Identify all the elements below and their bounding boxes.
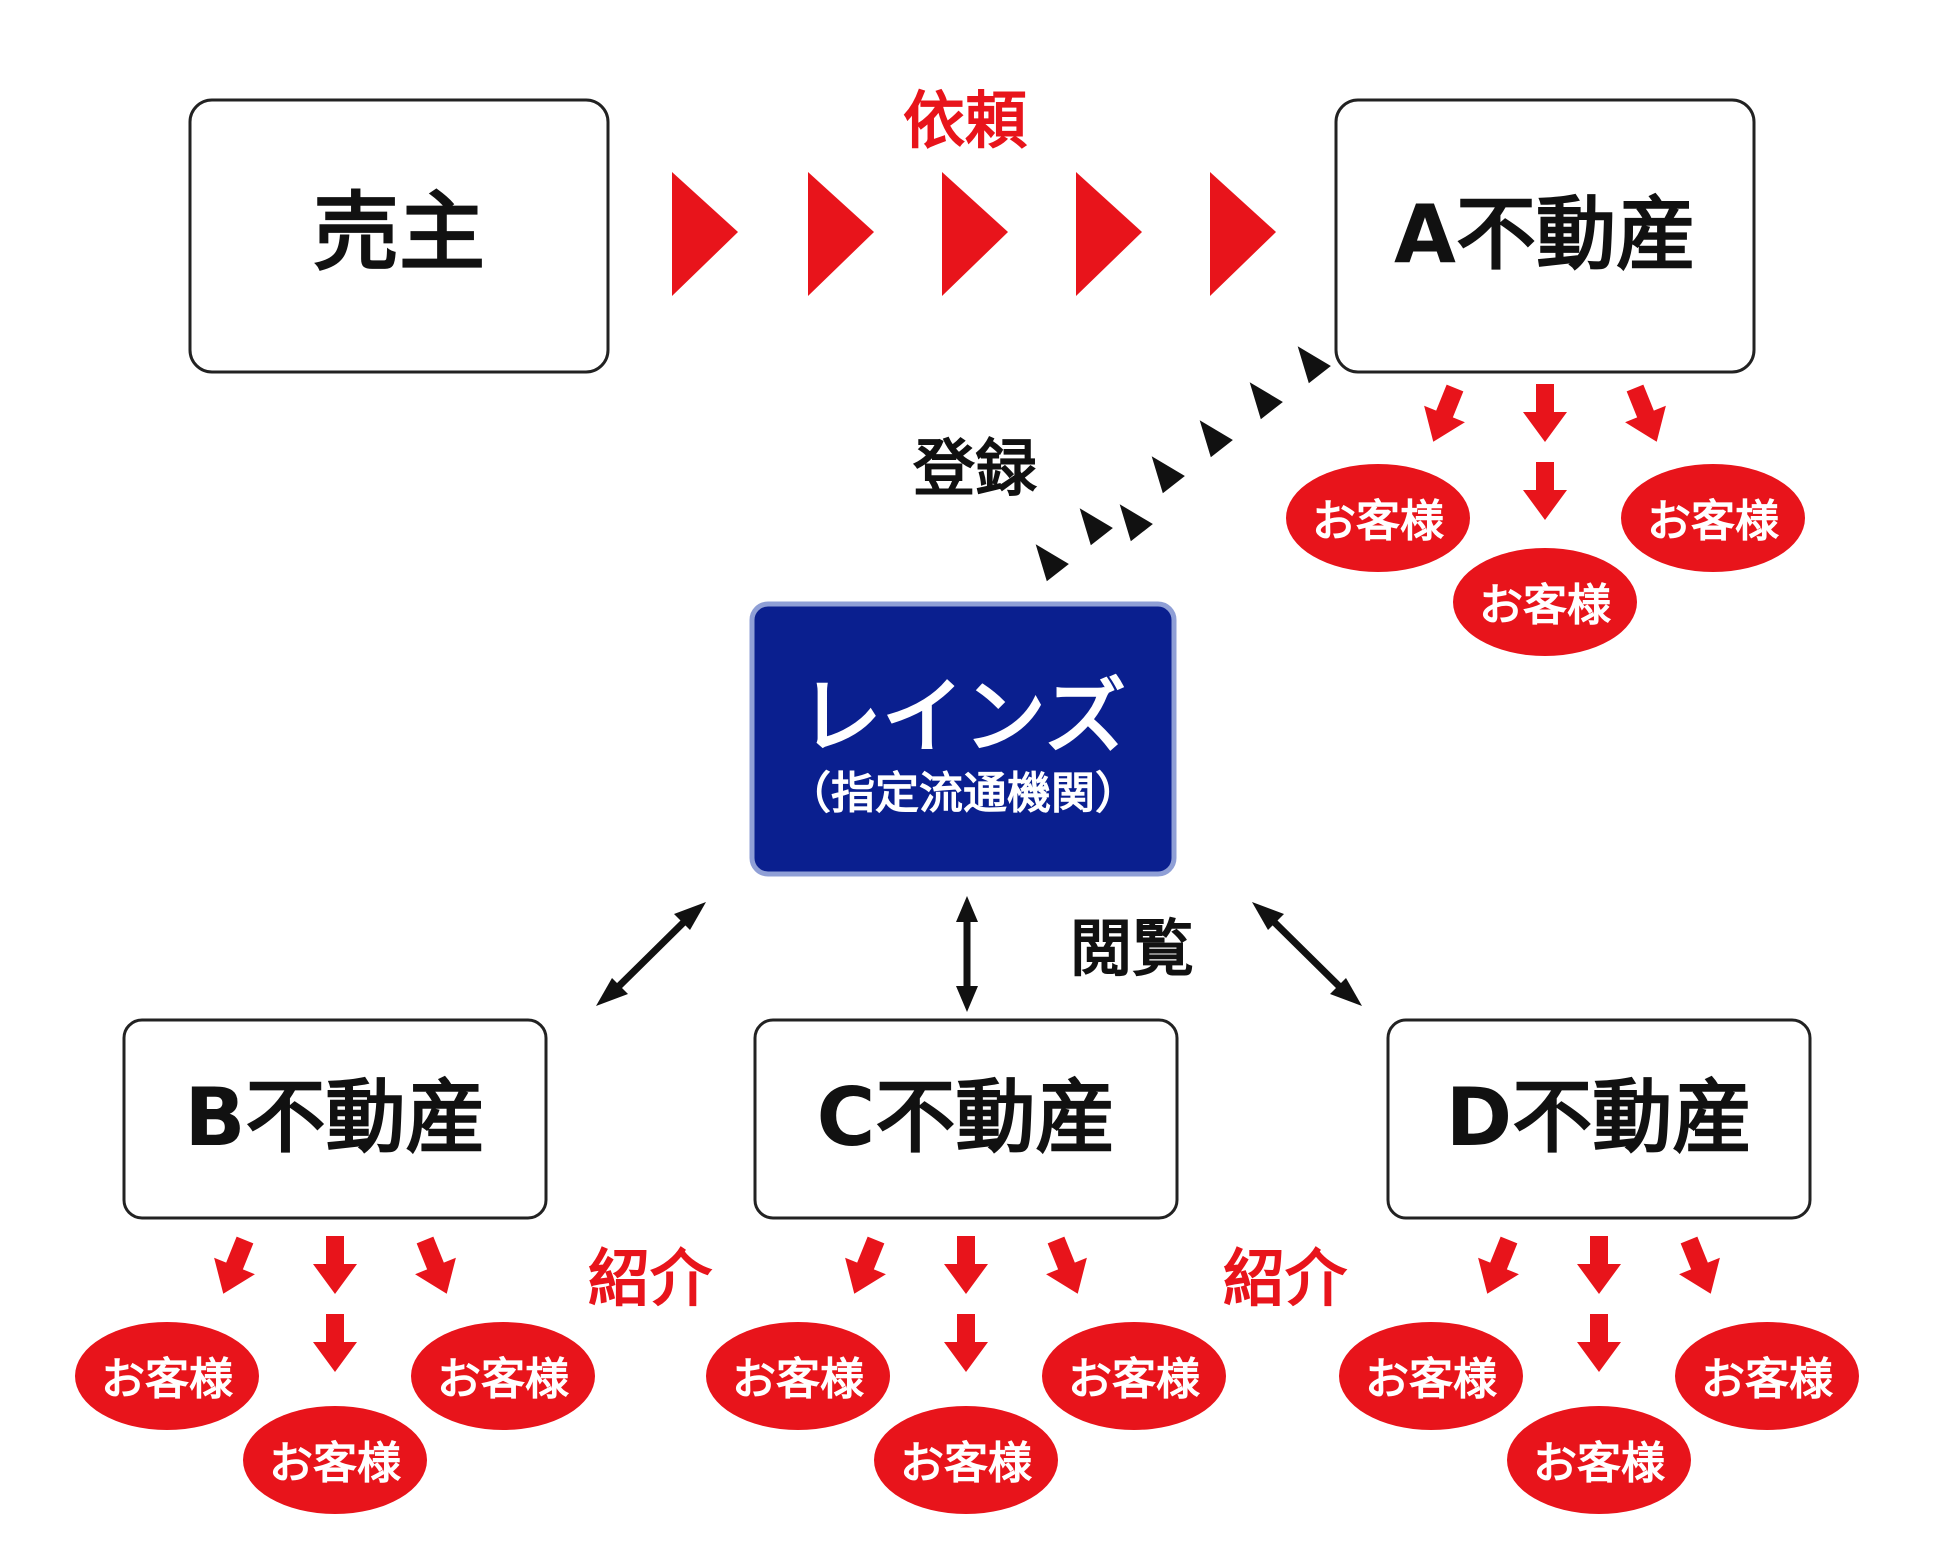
- agency-a-customer: お客様: [1453, 548, 1637, 656]
- agency-d-customer: お客様: [1507, 1406, 1691, 1514]
- customer-label: お客様: [1533, 1438, 1666, 1489]
- customer-label: お客様: [1365, 1354, 1498, 1405]
- agency-c-customer: お客様: [706, 1322, 890, 1430]
- browse-arrows: [596, 896, 1362, 1012]
- reins-subtitle: （指定流通機関）: [787, 768, 1139, 819]
- request-arrow: [808, 172, 874, 296]
- agency-d-customer: お客様: [1675, 1322, 1859, 1430]
- introduce-label-right: 紹介: [1223, 1242, 1348, 1315]
- seller-label: 売主: [313, 183, 485, 283]
- agency-c-customer: お客様: [874, 1406, 1058, 1514]
- agency-b-label: B不動産: [185, 1071, 486, 1164]
- request-arrows: [672, 172, 1276, 296]
- introduce-label-left: 紹介: [588, 1242, 713, 1315]
- browse-arrow-center: [956, 896, 978, 1012]
- agency-a-node: A不動産: [1334, 98, 1756, 374]
- browse-arrow-left: [596, 902, 706, 1006]
- reins-title: レインズ: [800, 670, 1126, 765]
- request-label: 依頼: [903, 84, 1028, 157]
- agency-b-customer: お客様: [411, 1322, 595, 1430]
- seller-node: 売主: [188, 98, 610, 374]
- browse-label: 閲覧: [1070, 912, 1194, 985]
- customer-label: お客様: [1068, 1354, 1201, 1405]
- customer-label: お客様: [269, 1438, 402, 1489]
- agency-a-customer: お客様: [1621, 464, 1805, 572]
- request-arrow: [1076, 172, 1142, 296]
- customer-label: お客様: [101, 1354, 234, 1405]
- customer-label: お客様: [1312, 496, 1445, 547]
- browse-arrow-right: [1252, 902, 1362, 1006]
- customer-label: お客様: [732, 1354, 865, 1405]
- customer-label: お客様: [1647, 496, 1780, 547]
- request-arrow: [672, 172, 738, 296]
- customer-label: お客様: [1479, 580, 1612, 631]
- agency-c-label: C不動産: [817, 1071, 1116, 1164]
- agency-a-customer: お客様: [1286, 464, 1470, 572]
- agency-c-customer: お客様: [1042, 1322, 1226, 1430]
- customer-label: お客様: [1701, 1354, 1834, 1405]
- register-label: 登録: [912, 432, 1038, 505]
- request-arrow: [942, 172, 1008, 296]
- agency-b-customer: お客様: [243, 1406, 427, 1514]
- agency-d-label: D不動産: [1446, 1071, 1752, 1164]
- agency-b-node: B不動産: [122, 1018, 548, 1220]
- customer-label: お客様: [437, 1354, 570, 1405]
- request-arrow: [1210, 172, 1276, 296]
- agency-a-label: A不動産: [1394, 188, 1696, 281]
- agency-c-node: C不動産: [753, 1018, 1179, 1220]
- agency-d-node: D不動産: [1386, 1018, 1812, 1220]
- register-arrows: [1024, 337, 1331, 582]
- agency-b-customer: お客様: [75, 1322, 259, 1430]
- customer-label: お客様: [900, 1438, 1033, 1489]
- agency-d-customer: お客様: [1339, 1322, 1523, 1430]
- reins-node: レインズ （指定流通機関）: [749, 601, 1177, 877]
